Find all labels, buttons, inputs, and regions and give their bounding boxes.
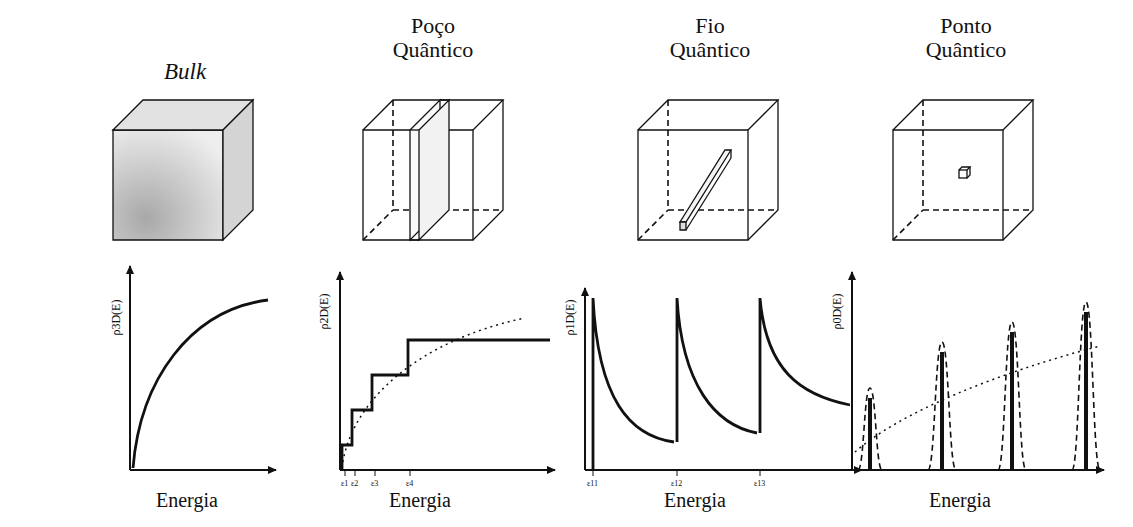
axis-label: Energia bbox=[664, 489, 726, 511]
panel-title: Poço Quântico bbox=[378, 14, 488, 62]
bulk-cube bbox=[113, 100, 253, 240]
dot-cube bbox=[893, 100, 1033, 240]
dos-curves bbox=[133, 298, 1100, 476]
dot-broadened bbox=[858, 302, 1100, 470]
axis-label: Energia bbox=[156, 489, 218, 511]
well-cube bbox=[363, 100, 503, 240]
panel-title: Fio Quântico bbox=[655, 14, 765, 62]
axis-label: ρ2D(E) bbox=[318, 294, 331, 330]
tick-label: ε12 bbox=[671, 480, 682, 489]
tick-label: ε3 bbox=[371, 480, 378, 489]
tick-label: ε13 bbox=[754, 480, 765, 489]
axis-label: ρ3D(E) bbox=[110, 300, 123, 336]
dot-peaks bbox=[870, 312, 1086, 470]
panel-title: Ponto Quântico bbox=[911, 14, 1021, 62]
ticks bbox=[345, 470, 760, 476]
axis-label: Energia bbox=[929, 489, 991, 511]
axis-label: Energia bbox=[389, 489, 451, 511]
axes bbox=[130, 266, 1104, 470]
tick-label: ε2 bbox=[351, 480, 358, 489]
tick-label: ε1 bbox=[341, 480, 348, 489]
wire-cube bbox=[638, 100, 778, 240]
panel-title: Bulk bbox=[164, 59, 206, 84]
axis-label: ρ1D(E) bbox=[564, 300, 577, 336]
tick-label: ε11 bbox=[587, 480, 598, 489]
tick-label: ε4 bbox=[406, 480, 413, 489]
axis-label: ρ0D(E) bbox=[831, 294, 844, 330]
